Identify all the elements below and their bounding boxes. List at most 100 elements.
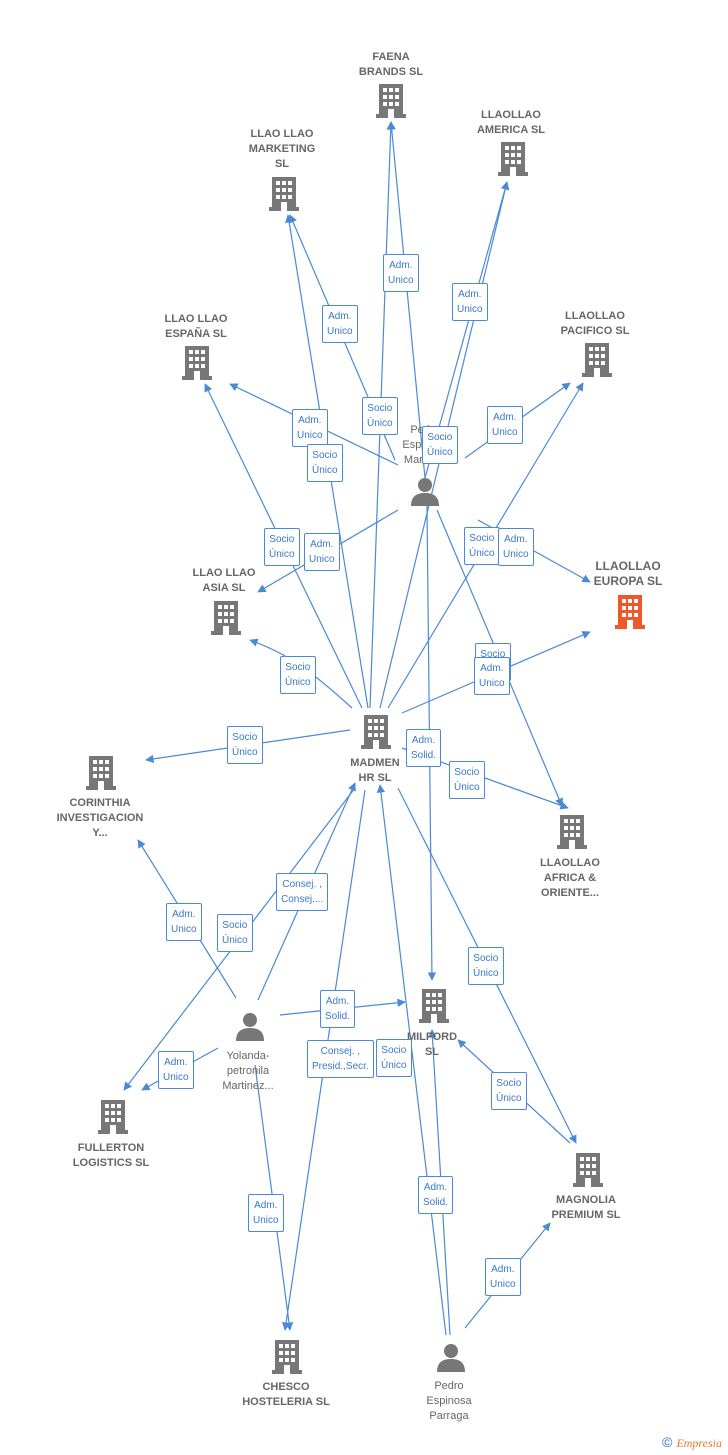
node-label-line: SL — [275, 158, 289, 170]
node-label-line: LLAOLLAO — [540, 857, 600, 869]
edge-label-line: Socio — [480, 649, 506, 660]
building-icon — [419, 989, 449, 1023]
edge-label-line: Socio — [222, 920, 248, 931]
edge-label-2[interactable]: Adm.Unico — [452, 283, 488, 321]
edge-label-16[interactable]: Adm.Solid. — [406, 729, 442, 767]
node-label-line: INVESTIGACION — [57, 812, 144, 824]
node-llao_asia[interactable]: LLAO LLAO ASIA SL — [193, 567, 256, 635]
node-magnolia[interactable]: MAGNOLIA PREMIUM SL — [551, 1153, 621, 1221]
edge-27 — [376, 784, 447, 1336]
edge-label-4[interactable]: Adm.Unico — [292, 409, 328, 447]
edge-label-28[interactable]: Adm.Solid. — [418, 1176, 454, 1214]
edge-label-29[interactable]: Adm. Unico — [485, 1258, 521, 1296]
copyright: ©Empresia — [662, 1434, 722, 1451]
node-label-line: LLAOLLAO — [595, 559, 660, 573]
edge-label-9[interactable]: Adm.Unico — [304, 533, 340, 571]
edge-label-22[interactable]: Adm.Solid. — [320, 990, 356, 1028]
building-icon — [86, 756, 116, 790]
edge-label-14[interactable]: Adm.Unico — [474, 657, 510, 695]
node-label-line: LLAO LLAO — [193, 567, 256, 579]
edge-label-1[interactable]: Adm.Unico — [383, 254, 419, 292]
edge-label-line: Único — [232, 747, 258, 758]
edge-label-24[interactable]: Consej. , Presid.,Secr. — [307, 1040, 374, 1078]
edge-label-line: Adm. — [310, 539, 334, 550]
edge-label-18[interactable]: Consej. ,Consej.... — [276, 873, 329, 911]
node-label-line: AMERICA SL — [477, 124, 545, 136]
edge-label-line: Único — [381, 1060, 407, 1071]
edge-0 — [387, 121, 426, 479]
node-label-line: HR SL — [359, 772, 392, 784]
edge-label-19[interactable]: Adm.Unico — [166, 903, 202, 941]
edge-label-line: Unico — [490, 1279, 516, 1290]
edge-label-line: Adm. — [458, 289, 482, 300]
edge-label-27[interactable]: Adm.Unico — [248, 1194, 284, 1232]
node-label-line: CHESCO — [262, 1381, 310, 1393]
building-icon — [573, 1153, 603, 1187]
edge-label-line: Socio — [473, 953, 499, 964]
edge-label-line: Adm. — [491, 1264, 515, 1275]
edge-label-11[interactable]: Adm.Unico — [498, 528, 534, 566]
building-icon — [211, 601, 241, 635]
node-label-line: MAGNOLIA — [556, 1194, 616, 1206]
edge-label-line: Consej. , — [320, 1046, 361, 1057]
edge-label-23[interactable]: Adm.Unico — [158, 1051, 194, 1089]
node-label-line: PREMIUM SL — [551, 1209, 620, 1221]
edge-label-7[interactable]: Adm.Unico — [487, 406, 523, 444]
node-label-line: petronila — [227, 1065, 270, 1077]
edge-label-line: Socio — [454, 767, 480, 778]
edge-label-line: Único — [222, 935, 248, 946]
node-label-line: FULLERTON — [78, 1142, 144, 1154]
node-madmen[interactable]: MADMEN HR SL — [350, 715, 400, 784]
node-label-line: SL — [425, 1046, 439, 1058]
node-label-line: ASIA SL — [203, 582, 246, 594]
edges-layer — [123, 121, 591, 1336]
node-label-line: LOGISTICS SL — [73, 1157, 150, 1169]
building-icon — [272, 1340, 302, 1374]
node-label-line: LLAOLLAO — [565, 310, 625, 322]
edge-label-0[interactable]: Adm.Unico — [322, 305, 358, 343]
node-fullerton[interactable]: FULLERTON LOGISTICS SL — [73, 1100, 150, 1169]
node-label-line: AFRICA & — [544, 872, 596, 884]
edge-label-line: Unico — [503, 549, 529, 560]
edge-label-line: Solid. — [325, 1011, 351, 1022]
node-label-line: MADMEN — [350, 757, 400, 769]
edge-label-line: Presid.,Secr. — [312, 1061, 369, 1072]
node-label-line: Y... — [92, 827, 107, 839]
node-label-line: LLAO LLAO — [165, 313, 228, 325]
node-label-line: Martinez... — [222, 1080, 273, 1092]
edge-label-line: Consej. , — [282, 879, 322, 890]
building-icon — [615, 595, 645, 629]
node-label: LLAO LLAO ASIA SL — [193, 567, 256, 594]
node-label-line: Espinosa — [426, 1395, 472, 1407]
